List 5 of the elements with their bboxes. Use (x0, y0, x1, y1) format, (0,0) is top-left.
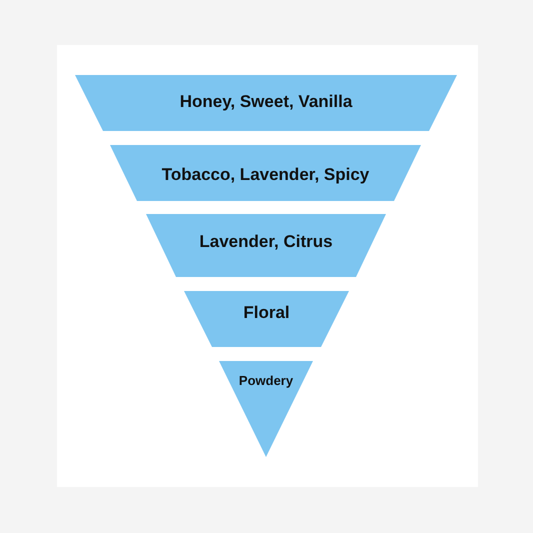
level-label: Powdery (238, 373, 294, 388)
level-label: Tobacco, Lavender, Spicy (160, 165, 370, 185)
level-label: Floral (242, 303, 291, 323)
level-label: Lavender, Citrus (198, 232, 334, 252)
level-label: Honey, Sweet, Vanilla (178, 92, 354, 112)
